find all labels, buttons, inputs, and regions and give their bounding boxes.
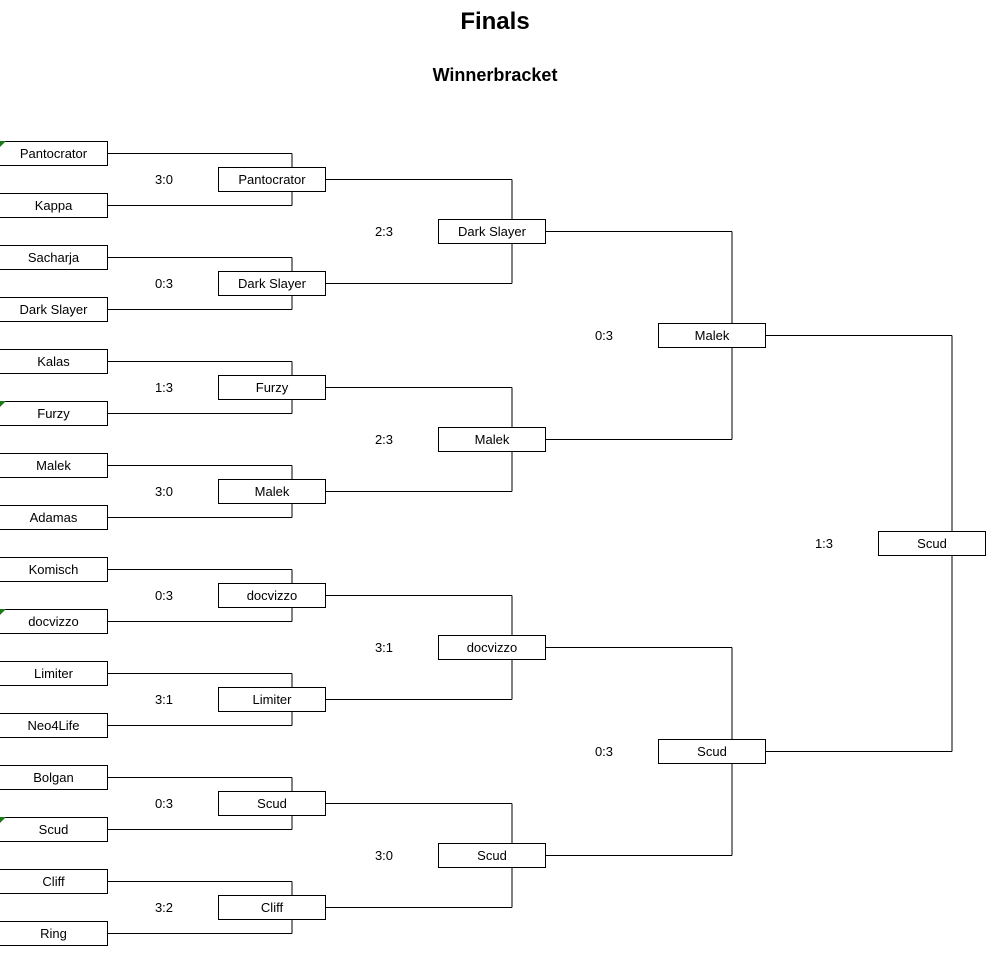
- player-box-round-2: Furzy: [218, 375, 326, 400]
- player-box-round-1: Kalas: [0, 349, 108, 374]
- player-name: Malek: [254, 484, 290, 499]
- player-name: Furzy: [37, 406, 70, 421]
- player-name: Scud: [257, 796, 287, 811]
- player-box-round-2: Pantocrator: [218, 167, 326, 192]
- match-score: 3:1: [374, 640, 394, 655]
- bracket-subtitle: Winnerbracket: [432, 65, 558, 85]
- match-score: 1:3: [154, 380, 174, 395]
- player-box-round-1: docvizzo: [0, 609, 108, 634]
- player-name: Pantocrator: [19, 146, 88, 161]
- flag-marker: [0, 817, 6, 823]
- player-name: Scud: [697, 744, 727, 759]
- match-score: 0:3: [154, 588, 174, 603]
- player-box-round-1: Kappa: [0, 193, 108, 218]
- player-box-round-1: Pantocrator: [0, 141, 108, 166]
- player-box-round-1: Komisch: [0, 557, 108, 582]
- page-title: Finals: [460, 8, 530, 35]
- player-name: Ring: [40, 926, 67, 941]
- player-name: docvizzo: [246, 588, 298, 603]
- player-box-round-1: Limiter: [0, 661, 108, 686]
- player-name: Dark Slayer: [458, 224, 526, 239]
- player-name: Furzy: [255, 380, 289, 395]
- player-name: Cliff: [42, 874, 65, 889]
- player-name: Scud: [917, 536, 947, 551]
- flag-marker: [0, 141, 6, 147]
- player-box-round-3: Dark Slayer: [438, 219, 546, 244]
- player-name: Bolgan: [33, 770, 74, 785]
- player-name: Kappa: [34, 198, 73, 213]
- player-name: Komisch: [28, 562, 79, 577]
- player-name: docvizzo: [28, 614, 79, 629]
- player-name: Scud: [38, 822, 69, 837]
- player-box-round-4: Malek: [658, 323, 766, 348]
- match-score: 3:0: [154, 172, 174, 187]
- match-score: 3:1: [154, 692, 174, 707]
- player-name: Malek: [694, 328, 730, 343]
- player-name: Pantocrator: [238, 172, 306, 187]
- match-score: 0:3: [154, 276, 174, 291]
- player-name: Scud: [477, 848, 507, 863]
- match-score: 2:3: [374, 432, 394, 447]
- match-score: 0:3: [594, 744, 614, 759]
- player-box-round-1: Furzy: [0, 401, 108, 426]
- match-score: 0:3: [154, 796, 174, 811]
- player-box-round-1: Ring: [0, 921, 108, 946]
- match-score: 0:3: [594, 328, 614, 343]
- player-name: Limiter: [252, 692, 292, 707]
- player-box-round-1: Sacharja: [0, 245, 108, 270]
- player-box-round-2: Dark Slayer: [218, 271, 326, 296]
- player-box-round-4: Scud: [658, 739, 766, 764]
- match-score: 3:0: [374, 848, 394, 863]
- player-box-round-3: docvizzo: [438, 635, 546, 660]
- player-name: Sacharja: [27, 250, 80, 265]
- match-score: 3:2: [154, 900, 174, 915]
- player-name: Malek: [474, 432, 510, 447]
- player-box-round-2: docvizzo: [218, 583, 326, 608]
- player-name: Limiter: [33, 666, 73, 681]
- player-name: Cliff: [260, 900, 284, 915]
- player-box-round-2: Cliff: [218, 895, 326, 920]
- player-box-round-1: Adamas: [0, 505, 108, 530]
- player-name: Dark Slayer: [19, 302, 88, 317]
- player-box-round-5: Scud: [878, 531, 986, 556]
- player-box-round-1: Malek: [0, 453, 108, 478]
- flag-marker: [0, 401, 6, 407]
- player-name: Dark Slayer: [238, 276, 306, 291]
- player-box-round-2: Scud: [218, 791, 326, 816]
- player-name: Adamas: [29, 510, 78, 525]
- player-box-round-1: Cliff: [0, 869, 108, 894]
- player-name: Neo4Life: [27, 718, 80, 733]
- player-box-round-2: Malek: [218, 479, 326, 504]
- player-box-round-1: Bolgan: [0, 765, 108, 790]
- match-score: 1:3: [814, 536, 834, 551]
- player-box-round-1: Neo4Life: [0, 713, 108, 738]
- match-score: 3:0: [154, 484, 174, 499]
- player-box-round-1: Scud: [0, 817, 108, 842]
- player-box-round-3: Scud: [438, 843, 546, 868]
- player-box-round-3: Malek: [438, 427, 546, 452]
- player-name: docvizzo: [466, 640, 518, 655]
- player-name: Malek: [36, 458, 71, 473]
- player-box-round-2: Limiter: [218, 687, 326, 712]
- match-score: 2:3: [374, 224, 394, 239]
- flag-marker: [0, 609, 6, 615]
- player-name: Kalas: [37, 354, 70, 369]
- player-box-round-1: Dark Slayer: [0, 297, 108, 322]
